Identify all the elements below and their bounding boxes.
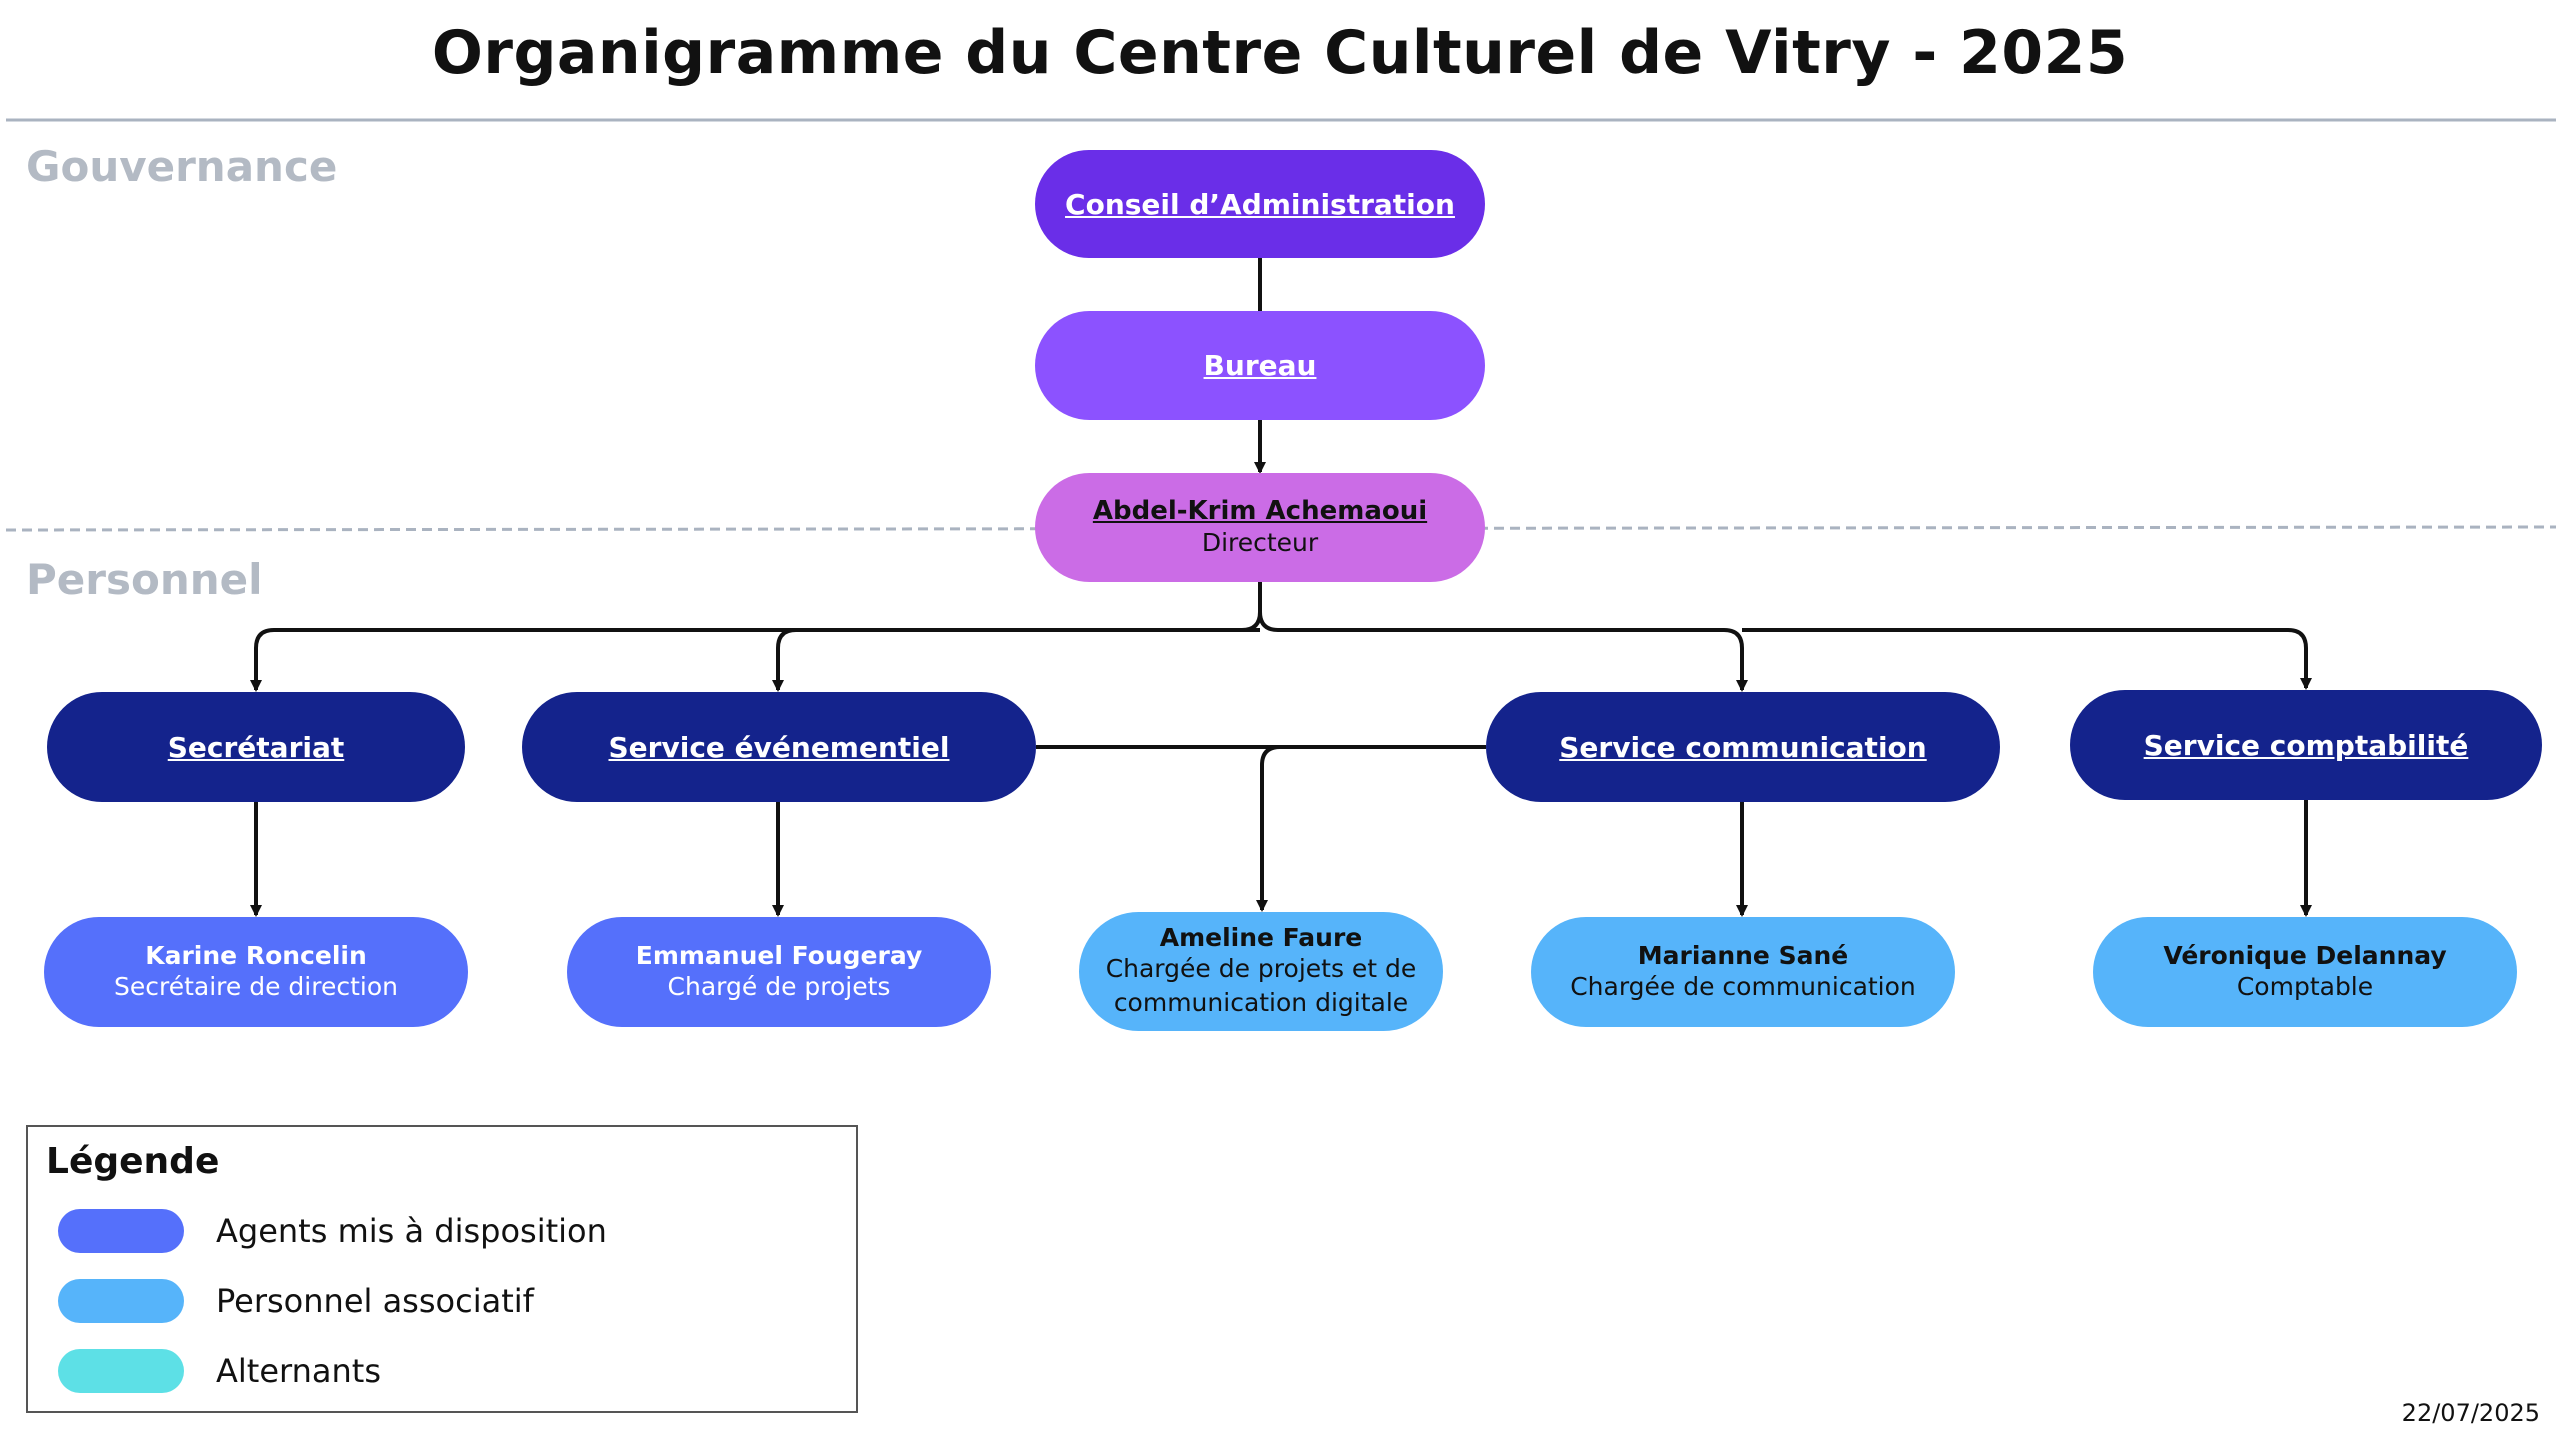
node-comptabilite-label[interactable]: Service comptabilité (2143, 728, 2469, 762)
node-conseil-administration[interactable]: Conseil d’Administration (1035, 150, 1485, 258)
node-emmanuel-role: Chargé de projets (667, 971, 891, 1001)
node-evenementiel-label[interactable]: Service événementiel (608, 730, 950, 764)
link-directeur-comptabilite (1742, 628, 2312, 690)
node-marianne-role: Chargée de communication (1570, 971, 1916, 1001)
node-emmanuel-name: Emmanuel Fougeray (635, 940, 923, 970)
node-karine-roncelin: Karine Roncelin Secrétaire de direction (44, 917, 468, 1027)
node-secretariat[interactable]: Secrétariat (47, 692, 465, 802)
node-directeur[interactable]: Abdel-Krim Achemaoui Directeur (1035, 473, 1485, 582)
legend-label-alternants: Alternants (216, 1352, 381, 1390)
node-ameline-role-line1: Chargée de projets et de (1105, 954, 1417, 983)
node-conseil-label[interactable]: Conseil d’Administration (1065, 187, 1455, 221)
node-ameline-faure: Ameline Faure Chargée de projets et de c… (1079, 912, 1443, 1031)
node-veronique-role: Comptable (2236, 971, 2374, 1001)
node-marianne-sane: Marianne Sané Chargée de communication (1531, 917, 1955, 1027)
node-service-communication[interactable]: Service communication (1486, 692, 2000, 802)
legend-item-alternants: Alternants (58, 1349, 381, 1393)
section-divider (5, 525, 2557, 532)
link-services-ameline (1256, 745, 1281, 912)
node-directeur-role: Directeur (1201, 527, 1319, 557)
node-bureau[interactable]: Bureau (1035, 311, 1485, 420)
link-directeur-secretariat (250, 582, 1262, 692)
document-date: 22/07/2025 (2401, 1399, 2540, 1427)
node-veronique-delannay: Véronique Delannay Comptable (2093, 917, 2517, 1027)
link-directeur-evenementiel (772, 628, 1260, 692)
node-directeur-name[interactable]: Abdel-Krim Achemaoui (1092, 495, 1428, 526)
node-emmanuel-fougeray: Emmanuel Fougeray Chargé de projets (567, 917, 991, 1027)
node-karine-role: Secrétaire de direction (114, 971, 398, 1001)
legend-swatch-associatif (58, 1279, 184, 1323)
node-karine-name: Karine Roncelin (145, 940, 367, 970)
node-ameline-name: Ameline Faure (1159, 923, 1363, 952)
node-bureau-label[interactable]: Bureau (1203, 349, 1317, 382)
node-secretariat-label[interactable]: Secrétariat (167, 730, 345, 764)
legend-title: Légende (46, 1141, 220, 1182)
legend-swatch-alternants (58, 1349, 184, 1393)
legend-item-associatif: Personnel associatif (58, 1279, 534, 1323)
legend-label-associatif: Personnel associatif (216, 1282, 534, 1320)
legend-item-agents: Agents mis à disposition (58, 1209, 607, 1253)
legend-box: Légende Agents mis à disposition Personn… (26, 1125, 858, 1413)
node-marianne-name: Marianne Sané (1637, 940, 1849, 970)
page-title: Organigramme du Centre Culturel de Vitry… (431, 18, 2129, 88)
legend-label-agents: Agents mis à disposition (216, 1212, 607, 1250)
section-label-governance: Gouvernance (26, 142, 338, 191)
node-veronique-name: Véronique Delannay (2163, 940, 2447, 970)
legend-swatch-agents (58, 1209, 184, 1253)
node-service-comptabilite[interactable]: Service comptabilité (2070, 690, 2542, 800)
node-service-evenementiel[interactable]: Service événementiel (522, 692, 1036, 802)
node-ameline-role-line2: communication digitale (1113, 988, 1409, 1017)
section-label-staff: Personnel (26, 555, 263, 604)
link-directeur-communication (1258, 611, 1748, 692)
node-communication-label[interactable]: Service communication (1559, 730, 1927, 764)
